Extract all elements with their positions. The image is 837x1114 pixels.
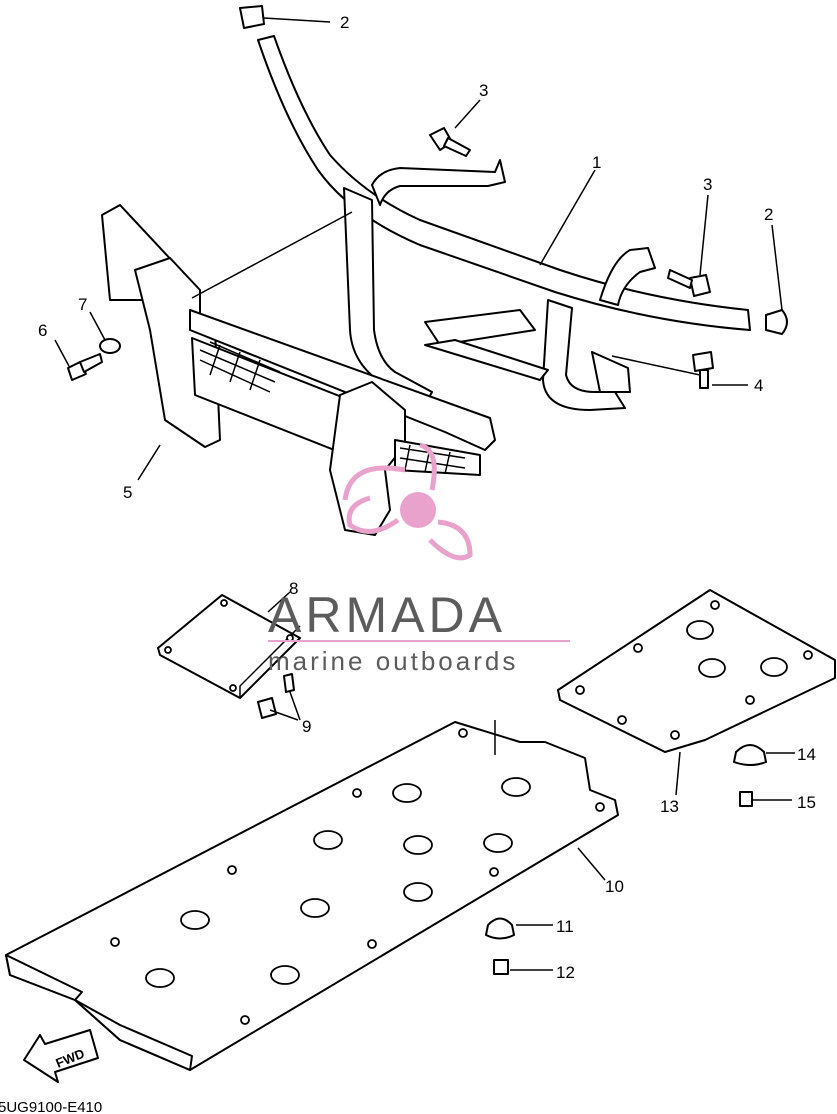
callout-5: 5	[123, 483, 132, 502]
callout-15: 15	[797, 793, 816, 812]
armada-watermark: ARMADA marine outboards	[268, 442, 570, 676]
watermark-title: ARMADA	[268, 587, 506, 643]
plate-8	[157, 594, 301, 699]
callout-3-upper: 3	[479, 81, 488, 100]
diagram-code: 5UG9100-E410	[0, 1099, 102, 1114]
forward-arrow-icon: FWD	[23, 1029, 99, 1083]
bumper-tube	[257, 35, 751, 411]
callout-3-right: 3	[703, 175, 712, 194]
callout-13: 13	[660, 797, 679, 816]
skid-plate	[5, 721, 619, 1071]
callout-4: 4	[754, 376, 763, 395]
callout-8: 8	[289, 579, 298, 598]
callout-11: 11	[556, 917, 574, 936]
callout-7: 7	[78, 295, 87, 314]
callout-labels: 2 3 1 3 2 7 6 4 5 8 9 14 13 15 10 11 12	[38, 13, 816, 982]
plate-13	[557, 589, 836, 753]
callout-1: 1	[592, 153, 601, 172]
callout-14: 14	[797, 745, 816, 764]
propeller-logo-icon	[342, 442, 473, 561]
callout-10: 10	[605, 877, 624, 896]
callout-6: 6	[38, 321, 47, 340]
watermark-subtitle: marine outboards	[268, 646, 518, 676]
leader-lines	[54, 17, 795, 971]
fasteners	[67, 5, 788, 975]
callout-9: 9	[302, 717, 311, 736]
callout-12: 12	[556, 963, 575, 982]
callout-2-right: 2	[764, 205, 773, 224]
front-guard	[101, 204, 496, 536]
callout-2-top: 2	[340, 13, 349, 32]
